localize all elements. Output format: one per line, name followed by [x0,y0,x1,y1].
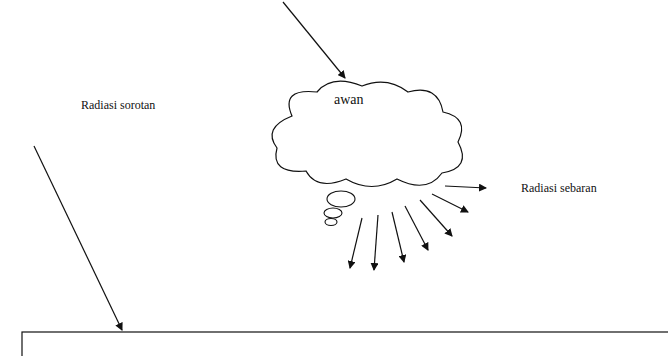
cloud-label: awan [334,92,364,108]
cloud-puff [324,208,342,218]
incoming-ray [283,2,345,78]
direct-ray [34,146,122,330]
cloud-puff [325,219,337,226]
cloud-outline [262,76,472,194]
cloud-node: awan [262,76,472,194]
radiation-label: Radiasi sebaran [520,182,598,196]
radiation-label: Radiasi sorotan [80,99,156,113]
cloud-puff [327,191,355,207]
ground-surface [22,332,668,356]
scatter-rays [350,186,486,270]
